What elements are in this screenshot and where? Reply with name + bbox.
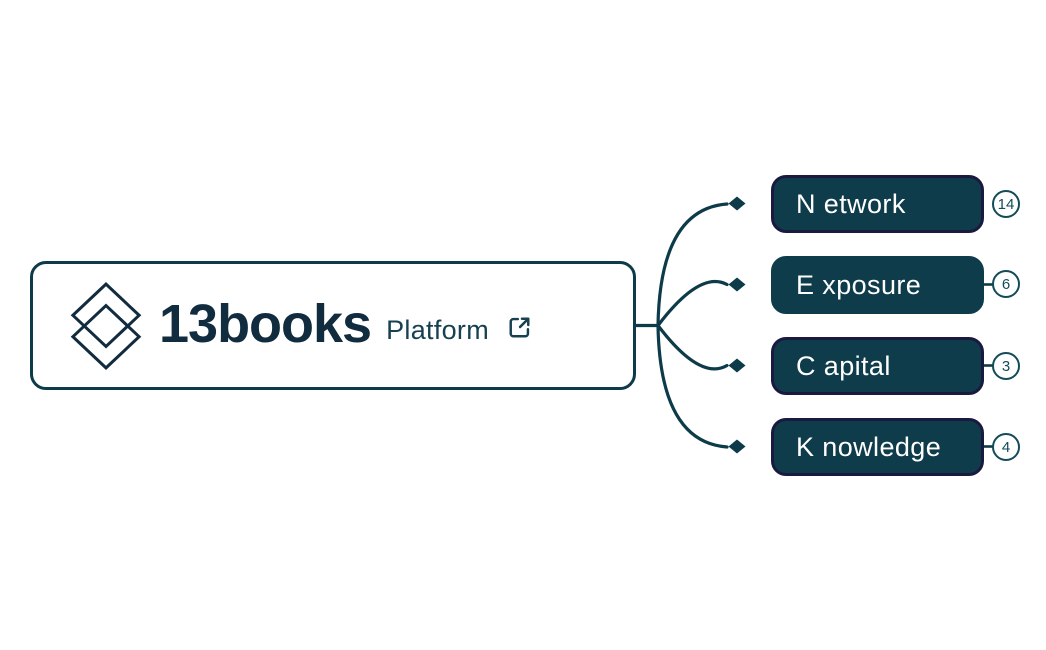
root-node-13books-platform[interactable]: 13books Platform <box>30 261 636 390</box>
diamond-arrowhead-icon <box>728 196 746 211</box>
branch-curve-capital <box>656 323 729 371</box>
diamond-arrowhead-icon <box>728 358 746 373</box>
double-diamond-logo-icon <box>70 281 142 370</box>
diamond-arrowhead-icon <box>728 277 746 292</box>
node-label: K nowledge <box>796 431 942 462</box>
node-label: N etwork <box>796 188 906 219</box>
diamond-arrowhead-icon <box>728 439 746 454</box>
node-knowledge[interactable]: K nowledge <box>771 418 984 476</box>
node-network[interactable]: N etwork <box>771 175 984 233</box>
collapsed-count-badge-capital[interactable]: 3 <box>992 352 1020 380</box>
node-label: E xposure <box>796 269 922 300</box>
branch-curve-knowledge <box>656 323 729 449</box>
node-exposure[interactable]: E xposure <box>771 256 984 314</box>
branch-curve-exposure <box>656 279 729 328</box>
node-capital[interactable]: C apital <box>771 337 984 395</box>
node-label: C apital <box>796 350 891 381</box>
branch-curve-network <box>656 202 729 328</box>
external-link-icon[interactable] <box>506 314 533 341</box>
collapsed-count-badge-exposure[interactable]: 6 <box>992 270 1020 298</box>
collapsed-count-badge-network[interactable]: 14 <box>992 190 1020 218</box>
collapsed-count-badge-knowledge[interactable]: 4 <box>992 433 1020 461</box>
brand-wordmark: 13books <box>159 293 372 354</box>
platform-label: Platform <box>386 315 490 345</box>
